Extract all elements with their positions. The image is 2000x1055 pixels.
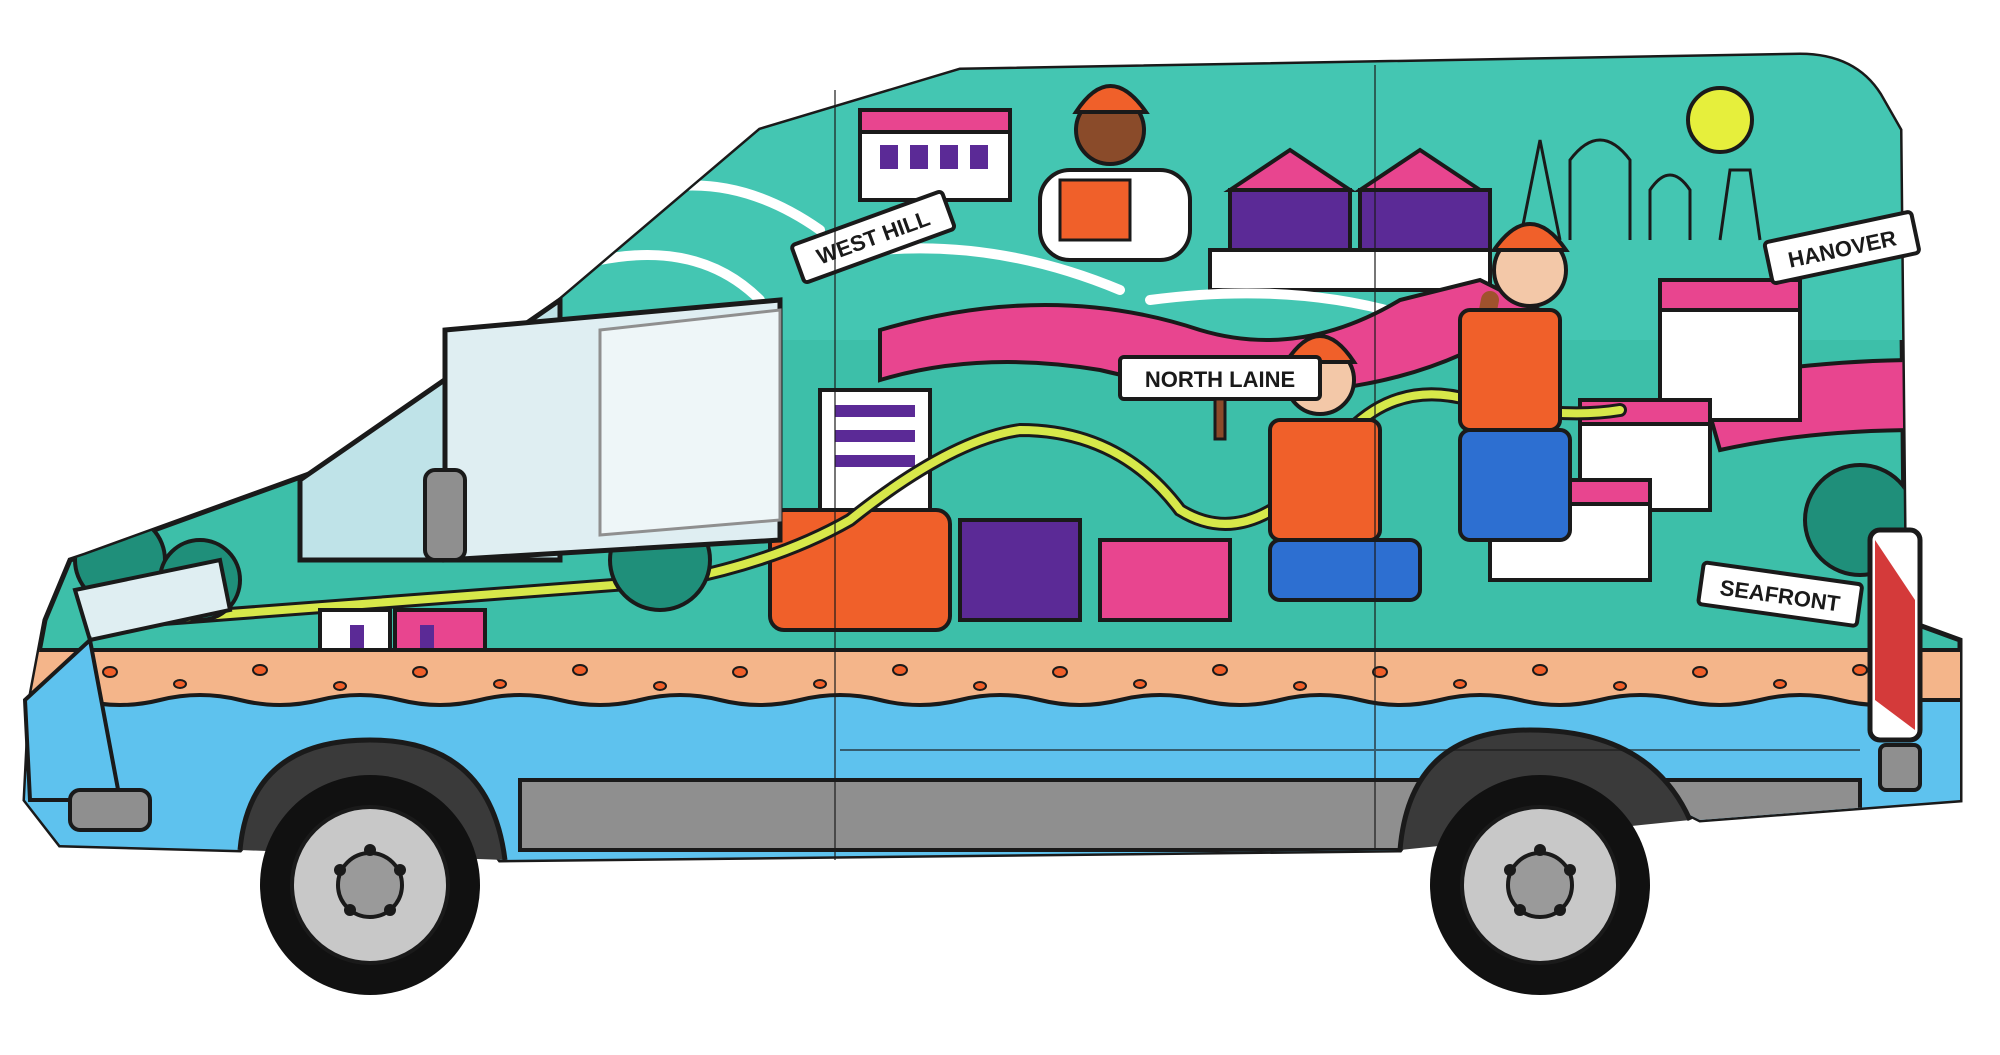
houses-top-middle <box>1208 147 1492 292</box>
rear-wheel <box>1430 775 1650 995</box>
hard-hat-icon <box>1072 84 1150 114</box>
pebbles <box>102 664 1868 691</box>
panel-lines <box>834 65 1860 860</box>
rear-light-red <box>1875 540 1915 730</box>
houses-top-left <box>858 108 1012 202</box>
orange-machine <box>768 508 952 632</box>
side-mirror <box>423 468 467 562</box>
sun <box>1686 86 1754 154</box>
front-window <box>297 295 783 563</box>
fog-light <box>68 788 152 832</box>
sign-north-laine: NORTH LAINE <box>1118 355 1322 441</box>
fibre-cable <box>146 390 1624 624</box>
headlight <box>72 557 233 643</box>
hard-hat-icon <box>1490 222 1570 252</box>
skyline <box>1518 138 1762 241</box>
sign-seafront: SEAFRONT <box>1696 560 1864 628</box>
sign-label-north-laine: NORTH LAINE <box>1145 367 1295 392</box>
sign-west-hill: WEST HILL <box>790 189 957 285</box>
sign-hanover: HANOVER <box>1762 210 1921 285</box>
front-wheel <box>260 775 480 995</box>
worker-right <box>1458 222 1572 542</box>
worker-top <box>1038 84 1192 262</box>
rear-bumper-light <box>1878 743 1922 792</box>
